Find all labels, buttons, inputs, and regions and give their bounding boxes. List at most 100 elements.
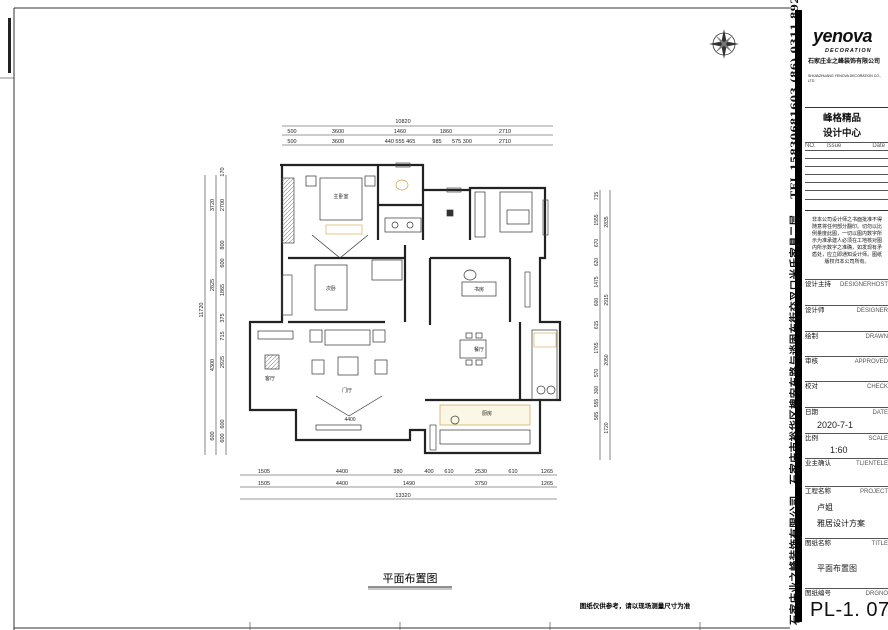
dim-label: 620 [594, 258, 600, 267]
dim-label: 670 [594, 239, 600, 248]
field-label-cn: 工程名称 [805, 488, 831, 495]
field-label-cn: 图纸编号 [805, 590, 831, 597]
room-label-second-bedroom: 次卧 [326, 285, 336, 292]
dim-label: 600 [210, 431, 216, 440]
dim-label: 1265 [541, 469, 553, 475]
dim-label: 170 [220, 167, 226, 176]
issue-row [805, 166, 888, 167]
dim-label: 575 300 [452, 139, 472, 145]
dim-label: 555 [594, 399, 600, 408]
field-label-cn: 设计主持 [805, 281, 831, 288]
left-margin-mark [8, 18, 11, 73]
dim-label: 1765 [594, 342, 600, 353]
dim-label: 13320 [395, 493, 410, 499]
field-label-en: DRGNO [865, 591, 888, 597]
dim-label: 2835 [604, 216, 610, 227]
room-label-study: 书房 [474, 286, 484, 293]
dim-label: 2915 [604, 294, 610, 305]
dim-label: 600 [220, 419, 226, 428]
drawing-number: PL-1. 07 [810, 599, 888, 621]
divider [805, 210, 888, 211]
dim-label: 1490 [403, 481, 415, 487]
field-label-cn: 校对 [805, 383, 818, 390]
disclaimer-note: 图纸仅供参考，请以现场测量尺寸为准 [580, 601, 691, 610]
field-label-en: TLIENTELE [855, 461, 888, 467]
logo: yenova [813, 26, 873, 46]
dim-label: 1505 [258, 481, 270, 487]
issue-row [805, 182, 888, 183]
field-label-en: PROJECT [859, 489, 888, 495]
windows [281, 162, 549, 451]
right-dimension-labels: 715 1555 670 620 1475 600 615 1765 570 3… [594, 192, 610, 434]
dim-label: 1720 [604, 422, 610, 433]
design-center-line1: 峰格精品 [823, 113, 862, 124]
dim-label: 11720 [199, 303, 205, 318]
dim-label: 2825 [210, 279, 216, 291]
dim-label: 10820 [395, 119, 410, 125]
dim-label: 500 [287, 139, 296, 145]
field-label-cn: 设计师 [805, 307, 825, 314]
dim-label: 1475 [594, 276, 600, 287]
dim-label: 380 [393, 469, 402, 475]
room-label-hall: 门厅 [342, 387, 352, 394]
dim-label: 600 [220, 433, 226, 442]
dim-label: 4400 [336, 469, 348, 475]
company-name-en: SHIJIAZHUANG YENOVA DECORATION CO., LTD [808, 74, 881, 83]
dim-label: 2700 [220, 199, 226, 211]
logo-subtitle: DECORATION [825, 48, 872, 54]
dim-label: 2710 [499, 139, 511, 145]
title-block-field-date: 日期 DATE [805, 407, 888, 416]
dim-label: 2050 [604, 354, 610, 365]
title-block-field-tlientele: 业主确认 TLIENTELE [805, 458, 888, 467]
copyright-notice: 非本公司设计师之书面批准不得随意将任何部分翻印。切勿以比例量度此图，一切以图内数… [811, 217, 882, 265]
dim-label: 985 [432, 139, 441, 145]
dim-label: 1265 [541, 481, 553, 487]
field-label-en: DESIGNER [856, 308, 888, 314]
dim-label: 1460 [394, 129, 406, 135]
divider [805, 142, 888, 143]
date-header: Date [872, 143, 885, 149]
divider [805, 107, 888, 108]
issue-no-header: NO. [805, 143, 816, 149]
furniture [257, 175, 558, 445]
field-label-en: DATE [872, 410, 888, 416]
sofa [324, 329, 371, 346]
dim-label: 570 [594, 369, 600, 378]
dim-label: 610 [444, 469, 453, 475]
dim-label: 300 [594, 386, 600, 395]
field-label-cn: 比例 [805, 435, 818, 442]
dim-label: 565 [594, 412, 600, 421]
field-label-en: APPROVED [854, 359, 888, 365]
issue-row [805, 150, 888, 151]
field-label-cn: 日期 [805, 409, 818, 416]
dim-label: 600 [220, 258, 226, 267]
title-block: yenova DECORATION 石家庄业之峰装饰有限公司 SHIJIAZHU… [805, 0, 888, 630]
field-label-cn: 业主确认 [805, 460, 831, 467]
issue-row [805, 158, 888, 159]
field-value: 平面布置图 [817, 564, 857, 573]
issue-row [805, 174, 888, 175]
dimension-lines [204, 125, 611, 500]
room-label-master-bedroom: 主卧室 [333, 193, 348, 200]
dim-label: 400 [424, 469, 433, 475]
bottom-dimension-labels: 1505 4400 380 400 610 2530 610 1265 1505… [258, 469, 553, 499]
left-dimension-labels: 11720 3720 2825 4300 600 170 2700 800 60… [199, 167, 226, 442]
room-label-living: 客厅 [265, 375, 275, 382]
project-name-line1: 卢姐 [817, 503, 833, 512]
dim-label: 1505 [258, 469, 270, 475]
dining-table [459, 339, 487, 359]
field-label-cn: 审核 [805, 358, 818, 365]
dim-label: 1860 [440, 129, 452, 135]
field-label-cn: 绘制 [805, 333, 818, 340]
dim-label: 2925 [220, 356, 226, 368]
company-name: 石家庄业之峰装饰有限公司 [808, 59, 881, 65]
study-desk [461, 281, 497, 297]
dim-label: 4400 [336, 481, 348, 487]
dim-label: 600 [594, 298, 600, 307]
dim-label: 4400 [344, 417, 355, 423]
field-value: 1:60 [830, 445, 848, 455]
